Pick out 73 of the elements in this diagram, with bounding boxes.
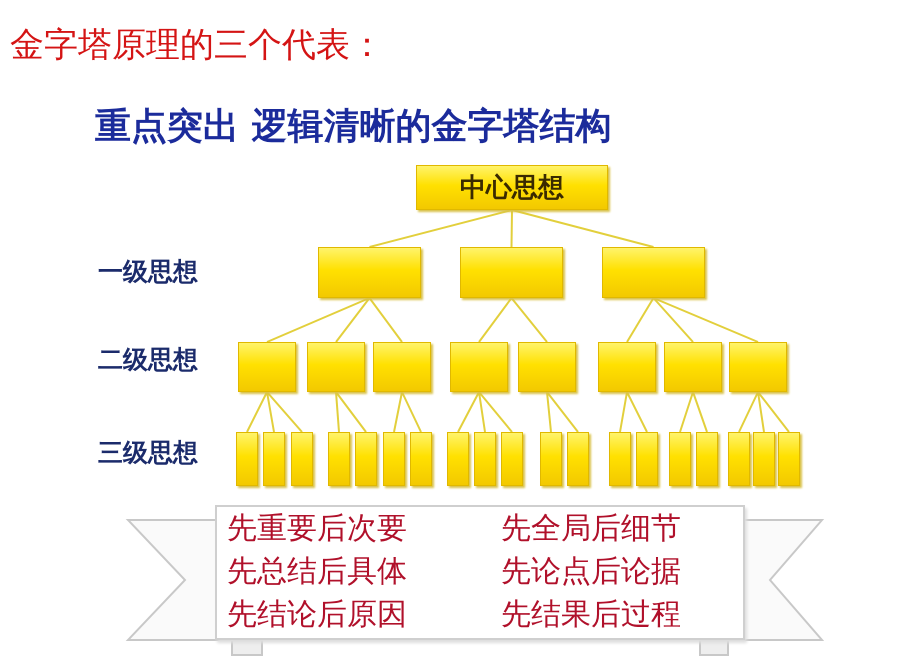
connector-line bbox=[335, 392, 340, 432]
idea-box bbox=[602, 247, 705, 298]
idea-box bbox=[318, 247, 421, 298]
connector-line bbox=[546, 391, 579, 433]
idea-bar bbox=[355, 432, 377, 486]
connector-line bbox=[401, 392, 422, 432]
connector-line bbox=[266, 392, 275, 432]
connector-line bbox=[335, 391, 367, 433]
idea-bar bbox=[540, 432, 562, 486]
connector-line bbox=[512, 209, 654, 248]
banner-text: 先结果后过程 bbox=[501, 597, 681, 633]
idea-box bbox=[518, 342, 576, 392]
idea-bar bbox=[778, 432, 800, 486]
idea-box bbox=[307, 342, 365, 392]
connector-line bbox=[692, 392, 708, 432]
idea-bar bbox=[636, 432, 658, 486]
connector-line bbox=[478, 392, 486, 432]
idea-box bbox=[373, 342, 431, 392]
title: 金字塔原理的三个代表： bbox=[10, 24, 384, 67]
idea-bar bbox=[728, 432, 750, 486]
idea-bar bbox=[383, 432, 405, 486]
idea-box bbox=[664, 342, 722, 392]
idea-bar bbox=[410, 432, 432, 486]
connector-line bbox=[679, 392, 694, 432]
connector-line bbox=[626, 392, 648, 432]
idea-box bbox=[460, 247, 563, 298]
connector-line bbox=[266, 391, 303, 433]
subtitle: 重点突出 逻辑清晰的金字塔结构 bbox=[95, 105, 612, 149]
idea-bar bbox=[474, 432, 496, 486]
connector-line bbox=[619, 392, 628, 432]
connector-line bbox=[266, 297, 370, 343]
connector-line bbox=[369, 209, 512, 248]
banner-text: 先结论后原因 bbox=[227, 597, 407, 633]
banner-text: 先重要后次要 bbox=[227, 511, 407, 547]
idea-box bbox=[450, 342, 508, 392]
connector-line bbox=[738, 392, 759, 432]
connector-line bbox=[510, 210, 513, 248]
banner-text: 先论点后论据 bbox=[501, 554, 681, 590]
banner bbox=[215, 505, 745, 640]
connector-line bbox=[510, 297, 548, 343]
banner-text: 先全局后细节 bbox=[501, 511, 681, 547]
banner-text: 先总结后具体 bbox=[227, 554, 407, 590]
connector-line bbox=[246, 392, 268, 432]
idea-bar bbox=[236, 432, 258, 486]
idea-bar bbox=[501, 432, 523, 486]
idea-bar bbox=[609, 432, 631, 486]
level-label: 二级思想 bbox=[98, 344, 198, 376]
idea-bar bbox=[328, 432, 350, 486]
connector-line bbox=[478, 297, 512, 343]
idea-bar bbox=[291, 432, 313, 486]
idea-bar bbox=[669, 432, 691, 486]
idea-box bbox=[238, 342, 296, 392]
level-label: 三级思想 bbox=[98, 437, 198, 469]
idea-box: 中心思想 bbox=[416, 165, 608, 210]
level-label: 一级思想 bbox=[98, 256, 198, 288]
connector-line bbox=[546, 392, 552, 432]
connector-line bbox=[652, 297, 694, 343]
connector-line bbox=[757, 391, 790, 433]
idea-box bbox=[598, 342, 656, 392]
connector-line bbox=[457, 392, 480, 432]
idea-bar bbox=[447, 432, 469, 486]
idea-bar bbox=[263, 432, 285, 486]
connector-line bbox=[335, 297, 370, 343]
connector-line bbox=[626, 297, 654, 343]
connector-line bbox=[653, 297, 758, 343]
connector-line bbox=[368, 297, 403, 343]
connector-line bbox=[393, 392, 403, 432]
idea-bar bbox=[567, 432, 589, 486]
idea-bar bbox=[753, 432, 775, 486]
connector-line bbox=[757, 392, 765, 432]
connector-line bbox=[478, 391, 513, 433]
idea-bar bbox=[696, 432, 718, 486]
idea-box bbox=[729, 342, 787, 392]
